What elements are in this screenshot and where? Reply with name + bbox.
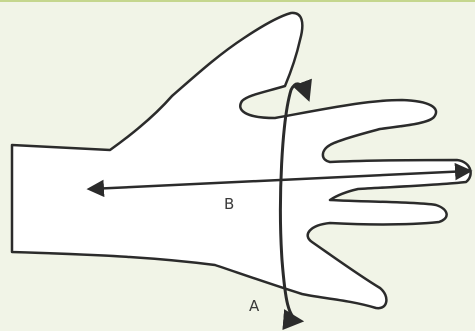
label-b: B <box>224 195 234 213</box>
label-a: A <box>249 297 260 315</box>
hand-outline <box>12 13 471 308</box>
